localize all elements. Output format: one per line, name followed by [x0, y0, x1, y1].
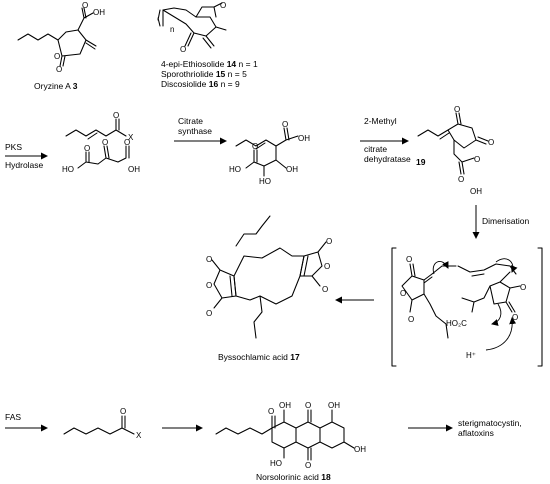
- atom-o: O: [180, 45, 186, 54]
- atom-o: O: [305, 401, 311, 410]
- dimerisation-transition-structure: O O O O O HO₂C H⁺: [400, 255, 526, 360]
- step-dehydratase: dehydratase: [364, 154, 411, 164]
- atom-o: O: [206, 281, 212, 290]
- atom-o: O: [268, 407, 274, 416]
- atom-o: O: [400, 289, 406, 298]
- compound-19-label: 19: [416, 157, 426, 167]
- atom-oh: OH: [128, 165, 140, 174]
- atom-o: O: [282, 120, 288, 129]
- atom-x: X: [136, 431, 142, 440]
- atom-o: O: [220, 1, 226, 10]
- sporothriolide-label: Sporothriolide 15 n = 5: [161, 69, 247, 79]
- atom-o: O: [102, 138, 108, 147]
- atom-o: O: [474, 155, 480, 164]
- atom-x: X: [128, 133, 134, 142]
- atom-o: O: [54, 52, 60, 61]
- atom-o: O: [324, 262, 330, 271]
- step-synthase: synthase: [178, 126, 212, 136]
- atom-o: O: [520, 283, 526, 292]
- atom-o: O: [252, 142, 258, 151]
- atom-oh: OH: [286, 165, 298, 174]
- atom-o: O: [326, 237, 332, 246]
- sporothriolide-family-structure: n O O: [157, 1, 227, 54]
- atom-o: O: [124, 138, 130, 147]
- acyl-thioester-structure: O X: [65, 111, 134, 142]
- step-fas: FAS: [5, 412, 21, 422]
- anhydride-19-structure: O O O O OH: [417, 105, 494, 196]
- atom-o: O: [406, 255, 412, 264]
- atom-ho: HO: [259, 177, 271, 186]
- alkyl-citrate-structure: O OH HO O HO OH: [229, 120, 310, 186]
- step-dimerisation: Dimerisation: [482, 216, 530, 226]
- step-citrate: Citrate: [178, 116, 203, 126]
- atom-o: O: [305, 461, 311, 470]
- norsolorinic-acid-label: Norsolorinic acid 18: [256, 472, 331, 482]
- oryzine-a-label: Oryzine A 3: [34, 81, 78, 91]
- atom-o: O: [56, 65, 62, 74]
- byssochlamic-acid-structure: O O O O O O: [206, 215, 332, 339]
- products-aflatoxins: aflatoxins: [458, 428, 494, 438]
- byssochlamic-acid-label: Byssochlamic acid 17: [218, 352, 300, 362]
- transition-state-brackets: [391, 247, 543, 367]
- atom-o: O: [408, 315, 414, 324]
- oryzine-a-structure: O OH O O: [17, 1, 105, 74]
- step-citrate-2: citrate: [364, 144, 387, 154]
- atom-oh: OH: [93, 8, 105, 17]
- discosiolide-label: Discosiolide 16 n = 9: [161, 79, 240, 89]
- atom-oh: OH: [328, 401, 340, 410]
- atom-h-plus: H⁺: [466, 351, 476, 360]
- atom-o: O: [206, 309, 212, 318]
- step-hydrolase: Hydrolase: [5, 160, 44, 170]
- atom-o: O: [113, 111, 119, 120]
- atom-oh: OH: [470, 187, 482, 196]
- atom-ho: HO: [62, 165, 74, 174]
- atom-ho: HO: [270, 459, 282, 468]
- electron-push-arrows: [432, 258, 518, 351]
- atom-o: O: [206, 255, 212, 264]
- atom-o: O: [512, 313, 518, 322]
- atom-o: O: [82, 1, 88, 10]
- atom-ho2c: HO₂C: [446, 319, 467, 328]
- atom-o: O: [322, 285, 328, 294]
- step-pks: PKS: [5, 142, 22, 152]
- atom-o: O: [120, 407, 126, 416]
- oxaloacetate-structure: O O O HO OH: [62, 138, 140, 174]
- atom-o: O: [454, 105, 460, 114]
- hexanoyl-thioester-structure: O X: [63, 407, 142, 440]
- atom-n: n: [170, 25, 174, 34]
- atom-oh: OH: [298, 134, 310, 143]
- atom-oh: OH: [354, 445, 366, 454]
- atom-o: O: [488, 138, 494, 147]
- ethiosolide-label: 4-epi-Ethiosolide 14 n = 1: [161, 59, 258, 69]
- step-2-methyl: 2-Methyl: [364, 116, 397, 126]
- atom-o: O: [84, 144, 90, 153]
- norsolorinic-acid-structure: O OH O OH HO O OH: [215, 401, 366, 470]
- atom-o: O: [458, 175, 464, 184]
- products-sterigmatocystin: sterigmatocystin,: [458, 418, 522, 428]
- atom-oh: OH: [279, 401, 291, 410]
- atom-ho: HO: [229, 165, 241, 174]
